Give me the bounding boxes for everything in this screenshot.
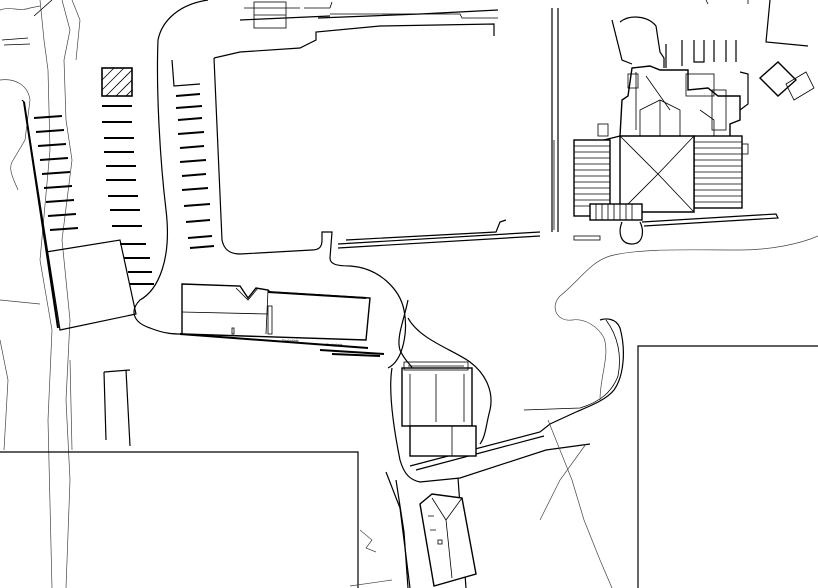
roof-right-hatch bbox=[693, 135, 743, 209]
main-building-complex bbox=[573, 0, 815, 245]
building-label-2: Parkplatz bbox=[326, 342, 343, 347]
parking-stalls-right bbox=[171, 59, 215, 249]
south-building bbox=[401, 361, 477, 457]
hatched-area bbox=[101, 67, 133, 97]
road-network bbox=[133, 0, 624, 588]
property-outlines bbox=[0, 345, 818, 588]
top-left-marks bbox=[1, 0, 53, 46]
parking-stalls-left bbox=[33, 115, 79, 231]
building-label-1: Parkplatz bbox=[282, 338, 299, 343]
parking-stalls-middle bbox=[102, 105, 154, 285]
central-building: Parkplatz Parkplatz bbox=[179, 283, 385, 357]
contour-lines bbox=[0, 0, 81, 588]
bottom-building bbox=[419, 493, 477, 587]
terrain-lines-right bbox=[349, 235, 818, 588]
left-parking-area bbox=[21, 67, 154, 331]
